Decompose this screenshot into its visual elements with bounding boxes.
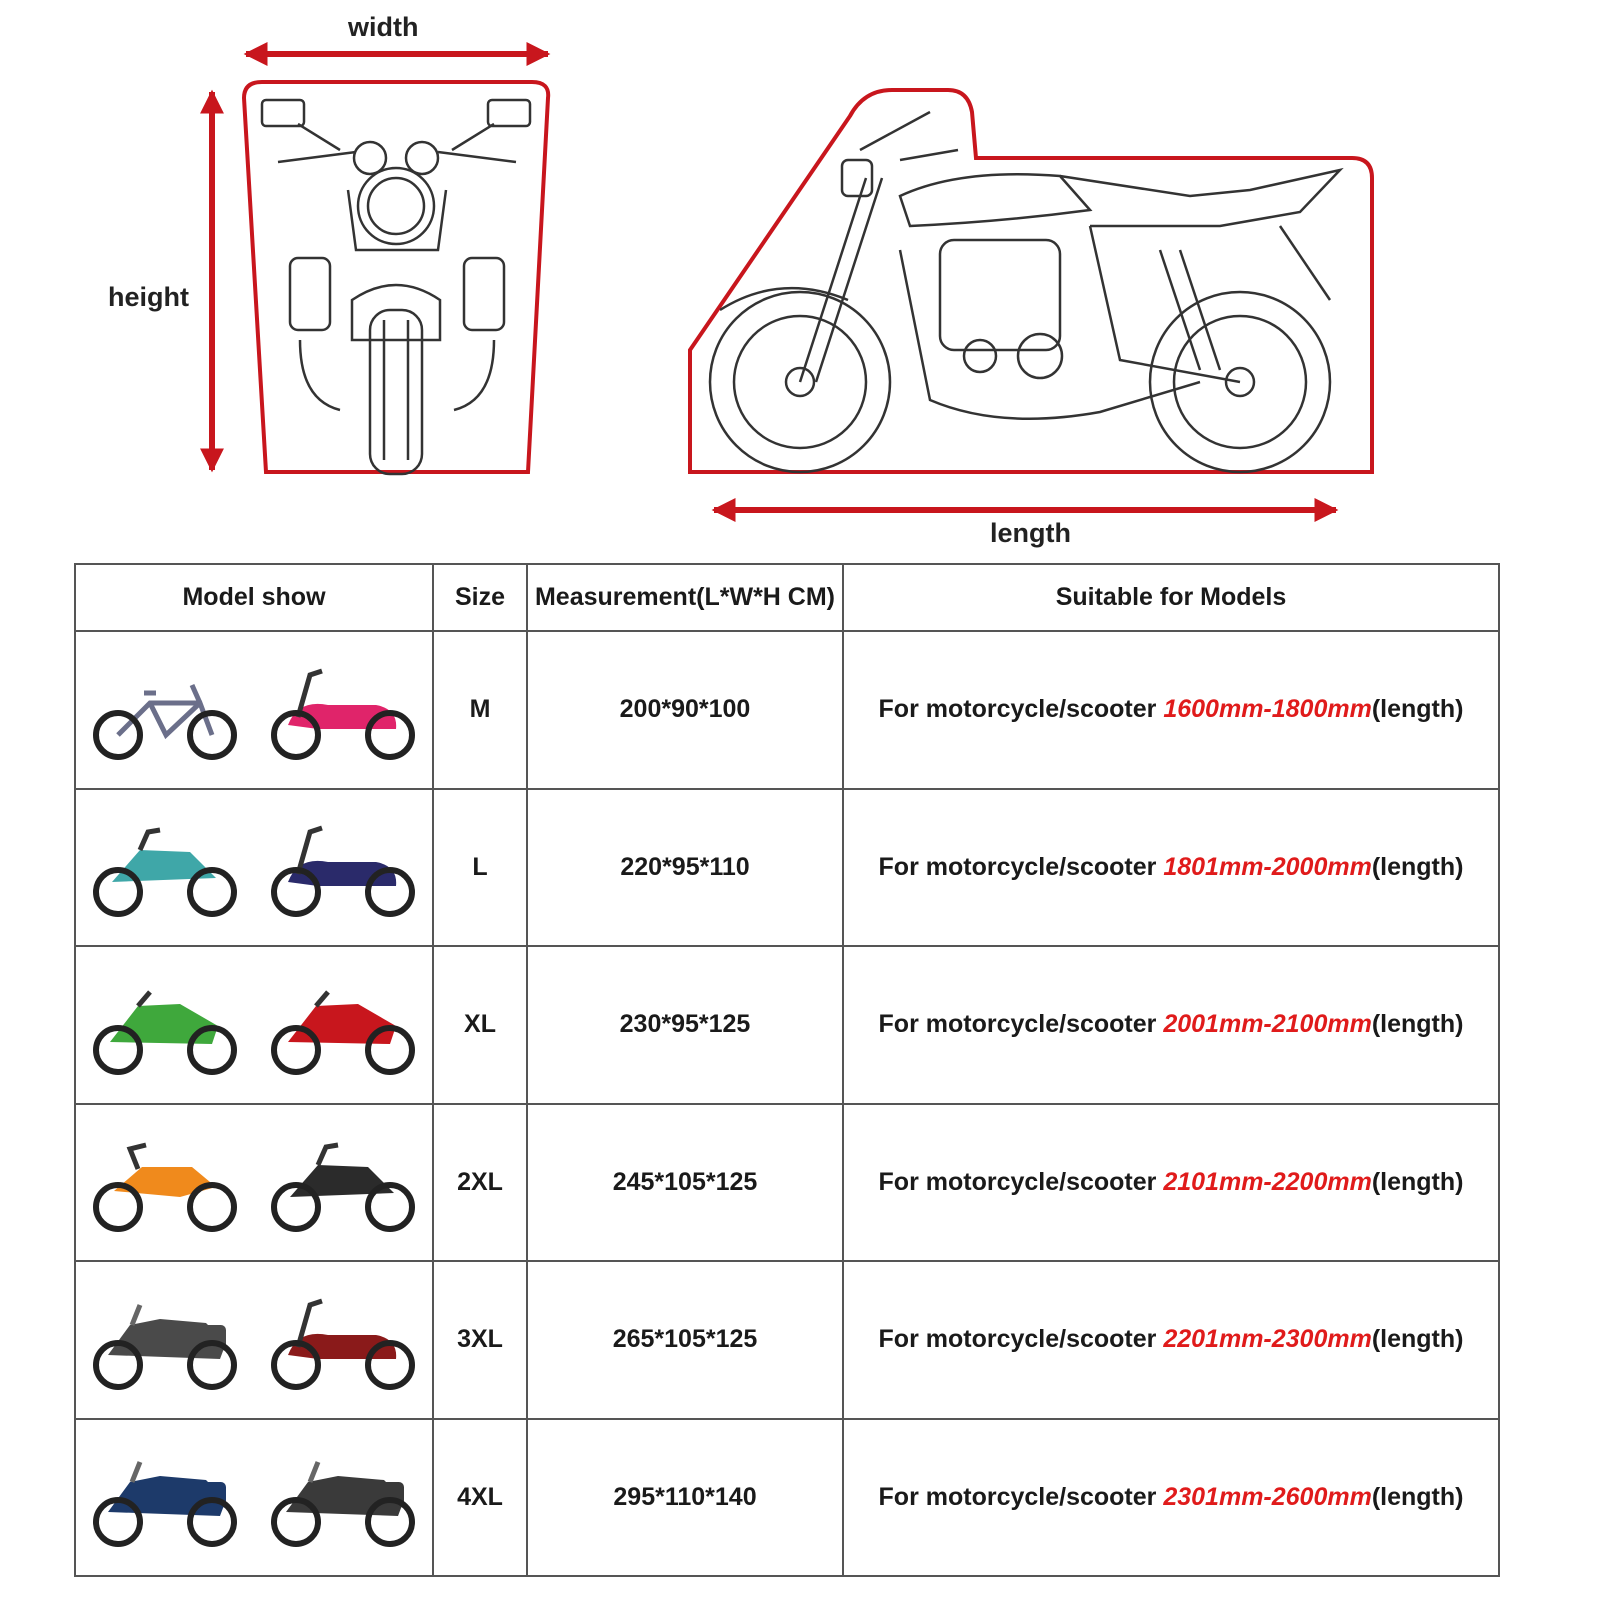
motorcycle-image: [93, 827, 237, 918]
length-range-text: 1600mm-1800mm: [1163, 695, 1372, 724]
bicycle-image: [93, 683, 237, 760]
motorcycle-image: [271, 1142, 415, 1233]
sportbike-image: [271, 990, 415, 1075]
length-suffix-text: (length): [1371, 852, 1464, 881]
length-range-text: 1801mm-2000mm: [1163, 852, 1372, 881]
sportbike-image: [93, 990, 237, 1075]
length-range-text: 2101mm-2200mm: [1163, 1167, 1372, 1196]
suitable-models-cell: For motorcycle/scooter 2201mm-2300mm(len…: [842, 1260, 1500, 1420]
header-model-show: Model show: [74, 563, 434, 632]
model-show-cell: [74, 945, 434, 1105]
size-cell: 4XL: [432, 1417, 528, 1577]
scooter-image: [271, 825, 415, 918]
front-motorcycle-drawing: [260, 98, 532, 476]
dirtbike-image: [93, 1142, 237, 1233]
side-cover-outline: [688, 88, 1374, 474]
length-suffix-text: (length): [1371, 1010, 1464, 1039]
suitable-models-cell: For motorcycle/scooter 1600mm-1800mm(len…: [842, 630, 1500, 790]
length-range-text: 2001mm-2100mm: [1163, 1010, 1372, 1039]
measurement-cell: 230*95*125: [526, 945, 844, 1105]
header-measurement: Measurement(L*W*H CM): [526, 563, 844, 632]
scooter-image: [271, 668, 415, 760]
length-suffix-text: (length): [1371, 1325, 1464, 1354]
length-range-text: 2301mm-2600mm: [1163, 1482, 1372, 1511]
measurement-cell: 265*105*125: [526, 1260, 844, 1420]
maxiscooter-image: [271, 1298, 415, 1390]
length-suffix-text: (length): [1371, 695, 1464, 724]
dimension-diagram: [200, 42, 1374, 522]
vehicle-type-text: For motorcycle/scooter: [878, 1167, 1164, 1196]
model-show-cell: [74, 630, 434, 790]
vehicle-type-text: For motorcycle/scooter: [878, 1010, 1164, 1039]
measurement-cell: 245*105*125: [526, 1102, 844, 1262]
vehicle-type-text: For motorcycle/scooter: [878, 1325, 1164, 1354]
model-show-cell: [74, 1260, 434, 1420]
suitable-models-cell: For motorcycle/scooter 2301mm-2600mm(len…: [842, 1417, 1500, 1577]
table-header-row: Model show Size Measurement(L*W*H CM) Su…: [74, 563, 1500, 632]
vehicle-type-text: For motorcycle/scooter: [878, 852, 1164, 881]
size-cell: XL: [432, 945, 528, 1105]
suitable-models-cell: For motorcycle/scooter 1801mm-2000mm(len…: [842, 787, 1500, 947]
size-cell: L: [432, 787, 528, 947]
front-cover-outline: [241, 80, 551, 474]
size-cell: 3XL: [432, 1260, 528, 1420]
length-suffix-text: (length): [1371, 1482, 1464, 1511]
model-show-cell: [74, 1102, 434, 1262]
model-show-cell: [74, 1417, 434, 1577]
height-label: height: [108, 282, 189, 312]
length-range-text: 2201mm-2300mm: [1163, 1325, 1372, 1354]
measurement-cell: 220*95*110: [526, 787, 844, 947]
size-cell: 2XL: [432, 1102, 528, 1262]
touring-image: [93, 1303, 237, 1390]
vehicle-type-text: For motorcycle/scooter: [878, 695, 1164, 724]
suitable-models-cell: For motorcycle/scooter 2001mm-2100mm(len…: [842, 945, 1500, 1105]
model-show-cell: [74, 787, 434, 947]
measurement-cell: 200*90*100: [526, 630, 844, 790]
vehicle-type-text: For motorcycle/scooter: [878, 1482, 1164, 1511]
side-motorcycle-drawing: [708, 110, 1344, 474]
length-label: length: [990, 518, 1071, 548]
touring-image: [271, 1461, 415, 1548]
length-suffix-text: (length): [1371, 1167, 1464, 1196]
header-size: Size: [432, 563, 528, 632]
touring-image: [93, 1461, 237, 1548]
suitable-models-cell: For motorcycle/scooter 2101mm-2200mm(len…: [842, 1102, 1500, 1262]
measurement-cell: 295*110*140: [526, 1417, 844, 1577]
size-chart-table: Model show Size Measurement(L*W*H CM) Su…: [74, 563, 1500, 1577]
width-label: width: [348, 12, 419, 42]
size-cell: M: [432, 630, 528, 790]
header-suitable-models: Suitable for Models: [842, 563, 1500, 632]
